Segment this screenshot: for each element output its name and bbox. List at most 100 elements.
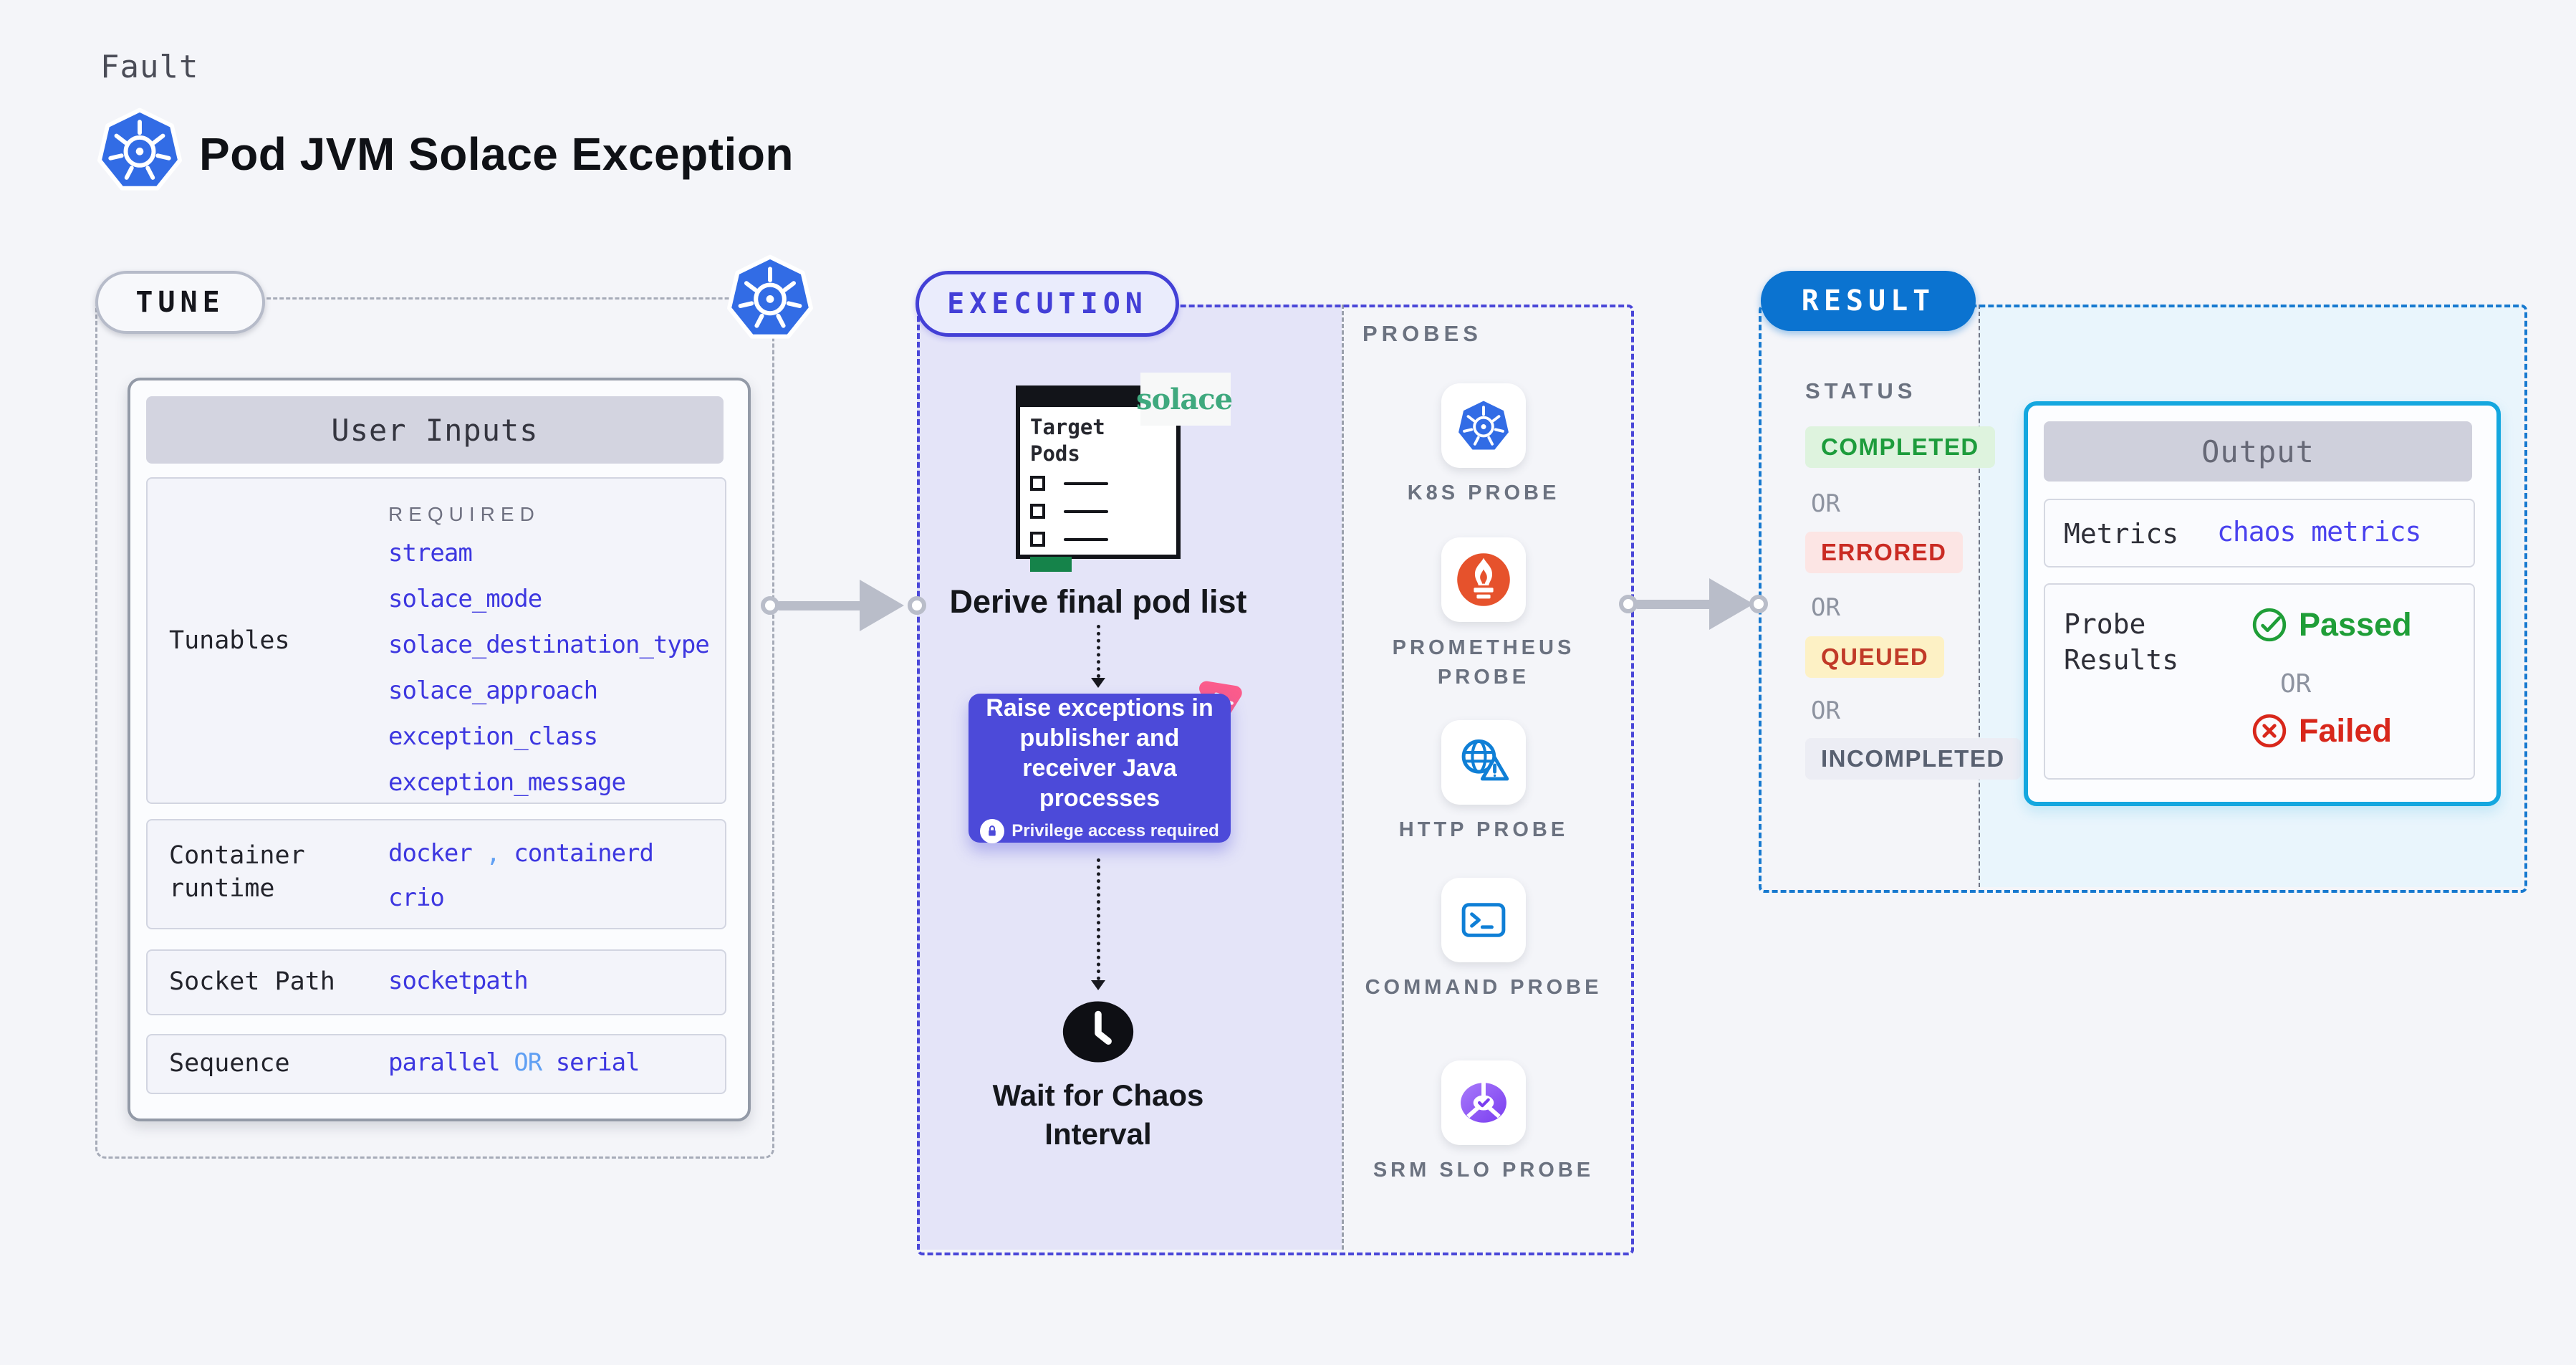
sequence-parallel: parallel — [388, 1048, 501, 1077]
flow-dotted-line — [1097, 625, 1100, 678]
list-line — [1064, 509, 1108, 513]
flow-arrow-head — [1091, 980, 1105, 990]
probe-results-row: Probe Results Passed OR Failed — [2044, 583, 2475, 780]
page-title: Pod JVM Solace Exception — [199, 128, 794, 180]
probe-label: COMMAND PROBE — [1365, 976, 1602, 999]
connector-ring — [1619, 595, 1638, 613]
target-pods-title: Target Pods — [1030, 415, 1105, 466]
status-badge-completed: COMPLETED — [1805, 426, 1995, 468]
failed-result: Failed — [2251, 712, 2392, 749]
privilege-label: Privilege access required — [1011, 821, 1219, 840]
required-label: REQUIRED — [388, 503, 540, 525]
check-circle-icon — [2251, 607, 2287, 643]
connector-ring — [761, 596, 779, 615]
lock-icon — [980, 819, 1004, 843]
tunable-item: solace_destination_type — [388, 631, 710, 659]
status-zone-label: STATUS — [1805, 378, 1917, 403]
tunable-item: exception_message — [388, 768, 626, 797]
metrics-label: Metrics — [2064, 518, 2179, 550]
pod-list-item — [1030, 504, 1176, 519]
probe-card-srm-slo — [1441, 1060, 1526, 1145]
execution-badge: EXECUTION — [915, 271, 1179, 337]
probe-card-command — [1441, 878, 1526, 962]
pod-list-item — [1030, 532, 1176, 547]
runtime-containerd: containerd — [514, 839, 654, 868]
metrics-row: Metrics chaos metrics — [2044, 499, 2475, 567]
probe-card-prometheus — [1441, 537, 1526, 622]
probes-zone-label: PROBES — [1363, 321, 1482, 346]
tune-panel — [95, 297, 774, 1159]
runtime-crio: crio — [388, 883, 445, 912]
sequence-values: parallel OR serial — [388, 1048, 640, 1077]
probe-card-k8s — [1441, 383, 1526, 468]
tunables-row: Tunables REQUIRED stream solace_mode sol… — [146, 477, 726, 804]
checkbox-icon — [1030, 476, 1045, 491]
tunable-item: exception_class — [388, 722, 598, 751]
raise-exceptions-text: Raise exceptions in publisher and receiv… — [986, 694, 1213, 812]
tunable-item: solace_mode — [388, 585, 542, 613]
x-circle-icon — [2251, 713, 2287, 749]
or-label: OR — [1811, 593, 1840, 622]
flow-dotted-line — [1097, 858, 1100, 980]
execution-panel — [917, 305, 1634, 1255]
result-badge: RESULT — [1761, 271, 1976, 331]
connector-ring — [908, 596, 926, 615]
execution-badge-label: EXECUTION — [947, 287, 1148, 320]
arrow-head — [860, 580, 904, 631]
sequence-or: OR — [514, 1048, 542, 1077]
fault-eyebrow: Fault — [100, 49, 199, 85]
probe-card-http — [1441, 720, 1526, 805]
passed-result: Passed — [2251, 606, 2412, 643]
or-label: OR — [1811, 696, 1840, 725]
arrow-head — [1709, 578, 1754, 630]
metrics-value: chaos metrics — [2217, 516, 2421, 547]
runtime-docker: docker — [388, 839, 473, 868]
arrow-tune-to-execution — [775, 601, 865, 610]
prometheus-icon — [1455, 551, 1512, 608]
failed-label: Failed — [2299, 712, 2393, 749]
derive-pod-list-caption: Derive final pod list — [949, 583, 1247, 620]
privilege-row: Privilege access required — [980, 819, 1219, 843]
confirm-button-shape — [1030, 557, 1072, 572]
wait-chaos-caption: Wait for Chaos Interval — [992, 1078, 1204, 1151]
arrow-execution-to-result — [1633, 600, 1714, 609]
probe-label: PROMETHEUS PROBE — [1392, 636, 1575, 689]
socket-path-label: Socket Path — [169, 967, 335, 996]
connector-ring — [1749, 595, 1768, 613]
probe-label: HTTP PROBE — [1398, 818, 1569, 841]
tunables-label: Tunables — [169, 626, 290, 655]
command-terminal-icon — [1454, 891, 1513, 949]
tunable-item: solace_approach — [388, 676, 598, 705]
output-header: Output — [2044, 421, 2472, 482]
container-runtime-label: Container runtime — [169, 841, 305, 903]
output-card: Output Metrics chaos metrics Probe Resul… — [2024, 401, 2501, 806]
status-badge-errored: ERRORED — [1805, 532, 1963, 573]
raise-exceptions-step: Raise exceptions in publisher and receiv… — [969, 694, 1231, 843]
tunable-item: stream — [388, 539, 473, 567]
kubernetes-icon — [727, 254, 813, 340]
srm-slo-icon — [1453, 1073, 1514, 1133]
execution-probes-divider — [1342, 305, 1344, 1250]
socket-path-row: Socket Path socketpath — [146, 949, 726, 1015]
status-badge-queued: QUEUED — [1805, 636, 1945, 678]
probe-label: K8S PROBE — [1407, 482, 1560, 504]
result-badge-label: RESULT — [1801, 284, 1936, 317]
tune-badge-label: TUNE — [135, 286, 225, 319]
sequence-label: Sequence — [169, 1049, 290, 1078]
status-badge-incompleted: INCOMPLETED — [1805, 738, 2021, 780]
list-line — [1064, 537, 1108, 541]
flow-arrow-head — [1091, 678, 1105, 688]
user-inputs-header: User Inputs — [146, 396, 724, 464]
or-label: OR — [2280, 669, 2312, 699]
runtime-separator: , — [486, 839, 501, 868]
or-label: OR — [1811, 489, 1840, 518]
probe-label: SRM SLO PROBE — [1373, 1159, 1595, 1182]
user-inputs-card: User Inputs Tunables REQUIRED stream sol… — [128, 378, 751, 1121]
container-runtime-row: Container runtime docker , containerd cr… — [146, 819, 726, 929]
socket-path-value: socketpath — [388, 967, 529, 995]
solace-logo: solace — [1136, 373, 1233, 426]
sequence-serial: serial — [555, 1048, 640, 1077]
kubernetes-icon — [97, 107, 182, 192]
kubernetes-icon — [1456, 398, 1512, 454]
